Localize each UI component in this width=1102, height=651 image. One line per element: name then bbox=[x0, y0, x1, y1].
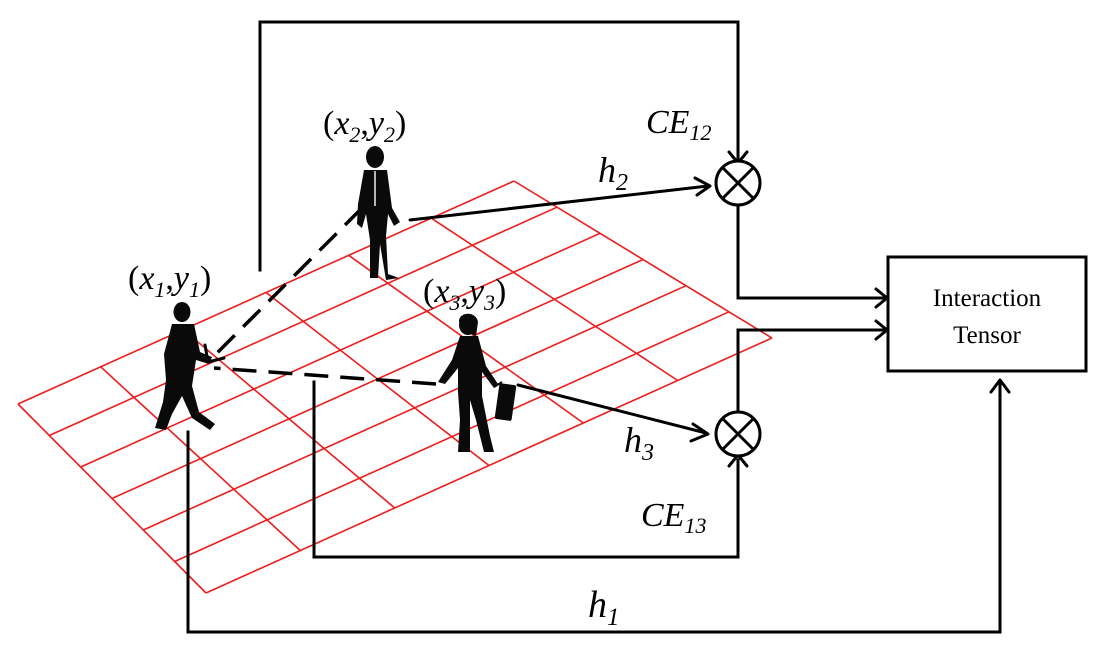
hidden-state-label-h2: h2 bbox=[598, 150, 628, 196]
interaction-tensor-label-line2: Tensor bbox=[953, 322, 1021, 349]
person-3-briefcase-handle bbox=[493, 381, 503, 388]
person-3-hair bbox=[458, 313, 478, 336]
person-2-body bbox=[357, 170, 400, 280]
wire-ce12-to-tensor bbox=[736, 204, 888, 300]
combiner-ce12 bbox=[714, 159, 762, 207]
circled-times-icon-cross bbox=[721, 417, 755, 451]
connection-wires bbox=[186, 20, 1011, 634]
combiner-label-ce12: CE12 bbox=[646, 104, 711, 145]
arrowhead-h3 bbox=[689, 422, 710, 443]
relation-lines bbox=[203, 206, 437, 386]
arrow-h3 bbox=[516, 383, 708, 435]
interaction-tensor-label-line1: Interaction bbox=[933, 285, 1042, 312]
grid-line-col bbox=[430, 217, 679, 382]
arrowhead-h1-tensor bbox=[989, 378, 1011, 394]
wire-p1-to-ce12 bbox=[258, 20, 740, 272]
position-label-p3: (x3,y3) bbox=[423, 273, 506, 315]
wire-h1-to-tensor bbox=[186, 380, 1002, 634]
grid-line-col bbox=[513, 180, 773, 339]
grid-line-col bbox=[100, 366, 301, 552]
person-1-head bbox=[173, 302, 191, 322]
grid-line-col bbox=[182, 329, 396, 509]
interaction-tensor-box bbox=[886, 255, 1088, 373]
position-label-p2: (x2,y2) bbox=[323, 105, 406, 147]
arrowhead-h2 bbox=[693, 176, 712, 197]
ground-grid bbox=[17, 180, 773, 594]
combiner-ce13 bbox=[714, 410, 762, 458]
circled-times-icon-cross bbox=[721, 166, 755, 200]
person-1-figure: person-silhouette-icon bbox=[155, 302, 215, 430]
person-3-briefcase bbox=[494, 383, 517, 421]
position-label-p1: (x1,y1) bbox=[128, 260, 211, 302]
arrow-h2 bbox=[408, 184, 710, 222]
hidden-state-label-h3: h3 bbox=[624, 420, 654, 466]
grid-line-col bbox=[17, 403, 207, 594]
hidden-state-label-h1: h1 bbox=[588, 584, 620, 631]
person-2-head bbox=[366, 146, 384, 168]
dashed-link-p3-p1 bbox=[213, 366, 437, 386]
person-2-figure bbox=[357, 146, 400, 280]
wire-ce13-to-tensor bbox=[736, 328, 888, 412]
person-1-body bbox=[155, 324, 215, 430]
wire-p1-to-ce13 bbox=[312, 380, 740, 559]
combiner-label-ce13: CE13 bbox=[641, 497, 706, 538]
person-3-body bbox=[438, 336, 498, 452]
person-3-figure bbox=[438, 313, 517, 452]
interaction-tensor-block: Interaction Tensor bbox=[886, 255, 1088, 373]
